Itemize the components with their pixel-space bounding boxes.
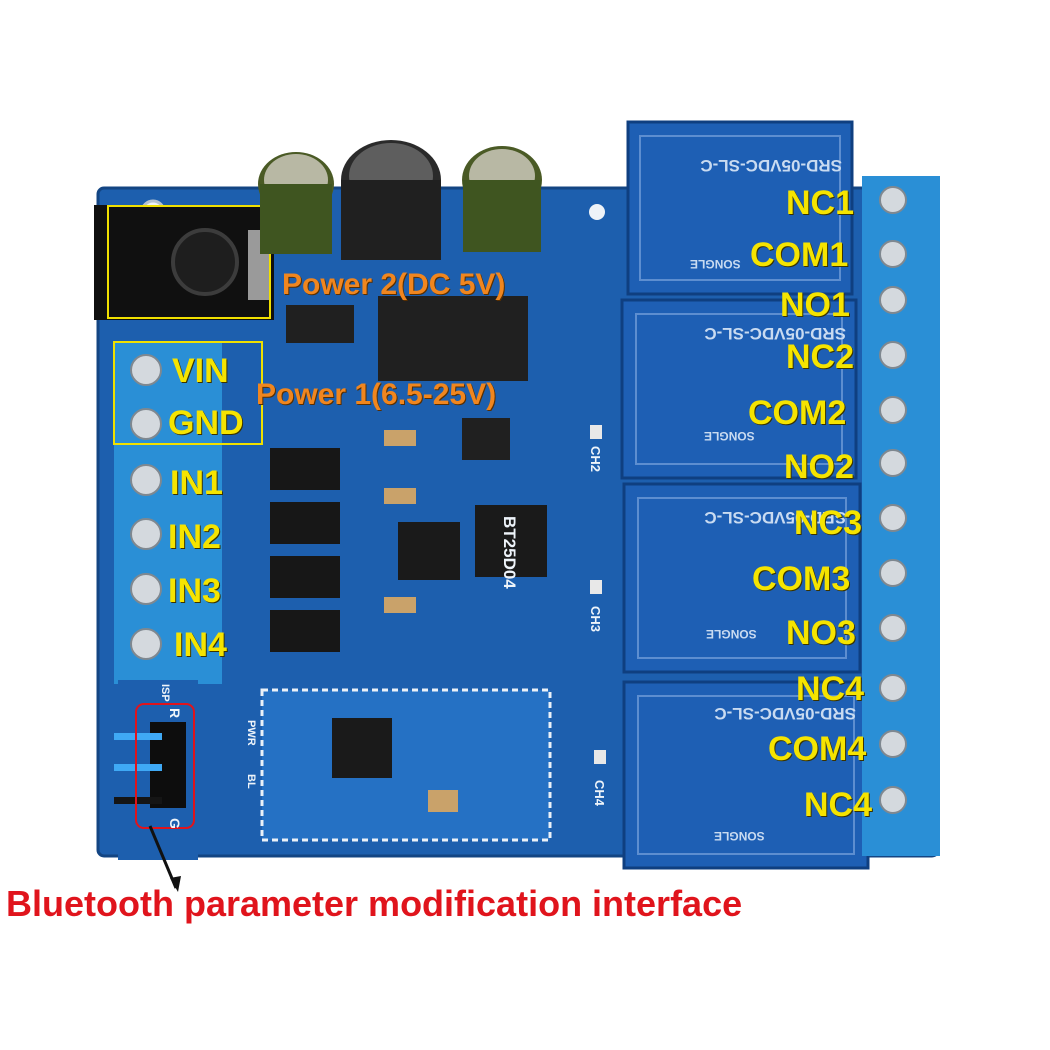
- nc4-label: NC4: [796, 670, 865, 708]
- nc2-label: NC2: [786, 338, 855, 376]
- in4-label: IN4: [174, 626, 227, 664]
- isp-silk: ISP: [159, 684, 171, 702]
- power2-label: Power 2(DC 5V): [282, 268, 506, 301]
- r-silk: R: [167, 708, 183, 719]
- relay-4: [622, 680, 870, 870]
- board-model-silk: BT25D04: [500, 516, 519, 589]
- relay4-brand: SONGLE: [714, 829, 765, 843]
- g-silk: G: [167, 818, 183, 829]
- no2-label: NO2: [784, 448, 854, 486]
- bl-silk: BL: [245, 774, 257, 789]
- relay3-brand: SONGLE: [706, 627, 757, 641]
- nc3-label: NC3: [794, 504, 863, 542]
- caption-bluetooth-interface: Bluetooth parameter modification interfa…: [6, 883, 743, 924]
- nc1-label: NC1: [786, 184, 855, 222]
- bluetooth-module: [260, 688, 552, 842]
- com4-label: COM4: [768, 730, 867, 768]
- ch2-silk: CH2: [588, 446, 603, 473]
- power1-highlight-box: [113, 341, 263, 445]
- ch3-silk: CH3: [588, 606, 603, 633]
- pwr-silk: PWR: [245, 720, 257, 746]
- relay1-model: SRD-05VDC-SL-C: [700, 156, 842, 175]
- callout-arrow: [148, 825, 178, 889]
- gnd-label: GND: [168, 404, 244, 442]
- vin-label: VIN: [172, 352, 229, 390]
- nc4-bottom-label: NC4: [804, 786, 873, 824]
- relay-2: [620, 298, 858, 480]
- in1-label: IN1: [170, 464, 223, 502]
- relay-3: [622, 482, 862, 674]
- relay1-brand: SONGLE: [690, 257, 741, 271]
- isp-highlight-box: [135, 703, 195, 829]
- ch4-silk: CH4: [592, 780, 607, 807]
- input-terminal-block: [114, 342, 222, 684]
- no3-label: NO3: [786, 614, 856, 652]
- com1-label: COM1: [750, 236, 849, 274]
- in2-label: IN2: [168, 518, 221, 556]
- no1-label: NO1: [780, 286, 850, 324]
- power1-label: Power 1(6.5-25V): [256, 378, 497, 411]
- power2-highlight-box: [107, 205, 271, 319]
- relay-1: [626, 120, 854, 296]
- in3-label: IN3: [168, 572, 221, 610]
- com3-label: COM3: [752, 560, 851, 598]
- com2-label: COM2: [748, 394, 847, 432]
